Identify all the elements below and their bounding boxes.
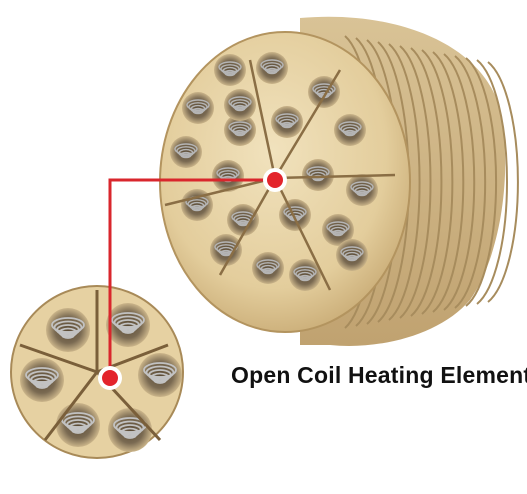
face-coil-holes — [170, 52, 378, 291]
disc-ridge — [388, 43, 421, 321]
disc-ridge — [465, 57, 498, 307]
disc-ridge — [410, 47, 443, 317]
coil — [46, 308, 90, 352]
inset-coil-holes — [20, 303, 182, 452]
coil — [308, 76, 340, 108]
zoom-inset — [10, 285, 184, 459]
disc-ridge — [399, 45, 432, 319]
callout-dot-face — [263, 168, 287, 192]
coil — [322, 214, 354, 246]
coil — [346, 174, 378, 206]
coil — [214, 54, 246, 86]
coil — [279, 199, 311, 231]
disc-ridge — [454, 55, 487, 309]
disc-ridge — [432, 51, 465, 313]
coil — [224, 89, 256, 121]
coil — [224, 114, 256, 146]
coil — [212, 160, 244, 192]
coil — [210, 234, 242, 266]
coil — [106, 303, 150, 347]
coil — [252, 252, 284, 284]
disc-ridge — [421, 49, 454, 315]
caption-title: Open Coil Heating Element — [231, 362, 527, 388]
disc-ridge — [443, 53, 476, 311]
coil — [271, 106, 303, 138]
coil — [108, 408, 152, 452]
coil — [227, 204, 259, 236]
coil — [182, 92, 214, 124]
coil — [334, 114, 366, 146]
coil — [20, 358, 64, 402]
callout-connector — [108, 178, 272, 378]
coil — [289, 259, 321, 291]
coil — [256, 52, 288, 84]
callout-dot-inset — [98, 366, 122, 390]
coil — [302, 159, 334, 191]
disc-ridge — [487, 61, 519, 303]
coil — [336, 239, 368, 271]
coil — [138, 353, 182, 397]
coil — [170, 136, 202, 168]
disc-ridge — [476, 59, 509, 305]
coil — [56, 403, 100, 447]
